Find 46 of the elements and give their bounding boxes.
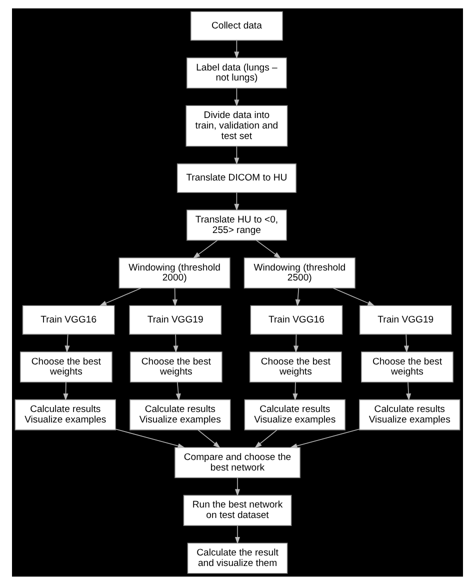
node-box: Calculate results Visualize examples [358,399,460,430]
arrow [406,382,411,401]
arrow [172,288,178,307]
arrow [292,382,298,401]
node-box: Collect data [190,11,282,41]
node-box: Translate DICOM to HU [176,163,296,193]
arrow [234,477,240,496]
arrow [403,334,409,353]
node-box: Translate HU to <0, 255> range [186,210,286,241]
node-box: Choose the best weights [248,351,342,383]
arrow [197,430,220,448]
arrow [254,430,277,448]
node-box: Train VGG19 [358,305,452,335]
node-box: Choose the best weights [360,351,453,383]
arrow [293,334,298,353]
arrow [62,382,68,401]
arrow [64,334,70,353]
node-box: Train VGG16 [22,305,114,335]
node-box: Label data (lungs – not lungs) [186,57,286,89]
arrow [234,146,239,165]
node-box: Choose the best weights [19,351,112,383]
arrow [175,382,180,401]
node-box: Train VGG16 [250,305,342,335]
node-box: Calculate results Visualize examples [14,399,116,430]
node-box: Windowing (threshold 2500) [243,257,355,289]
node-box: Run the best network on test dataset [182,494,292,526]
arrow [114,428,185,448]
arrow [255,240,281,259]
arrow [294,288,300,307]
node-box: Windowing (threshold 2000) [118,257,230,289]
arrow [234,88,239,107]
arrow [192,240,218,259]
node-box: Calculate results Visualize examples [129,399,230,430]
node-box: Train VGG19 [128,305,222,335]
arrow [234,525,240,544]
arrow [172,334,178,353]
node-box: Divide data into train, validation and test set [185,105,288,147]
arrow [289,428,360,448]
arrow [234,192,239,211]
node-box: Calculate the result and visualize them [186,542,288,574]
node-box: Compare and choose the best network [174,447,300,478]
arrow [98,288,141,306]
arrow [234,40,239,59]
arrow [332,288,374,306]
node-box: Calculate results Visualize examples [244,399,345,430]
node-box: Choose the best weights [129,351,222,383]
